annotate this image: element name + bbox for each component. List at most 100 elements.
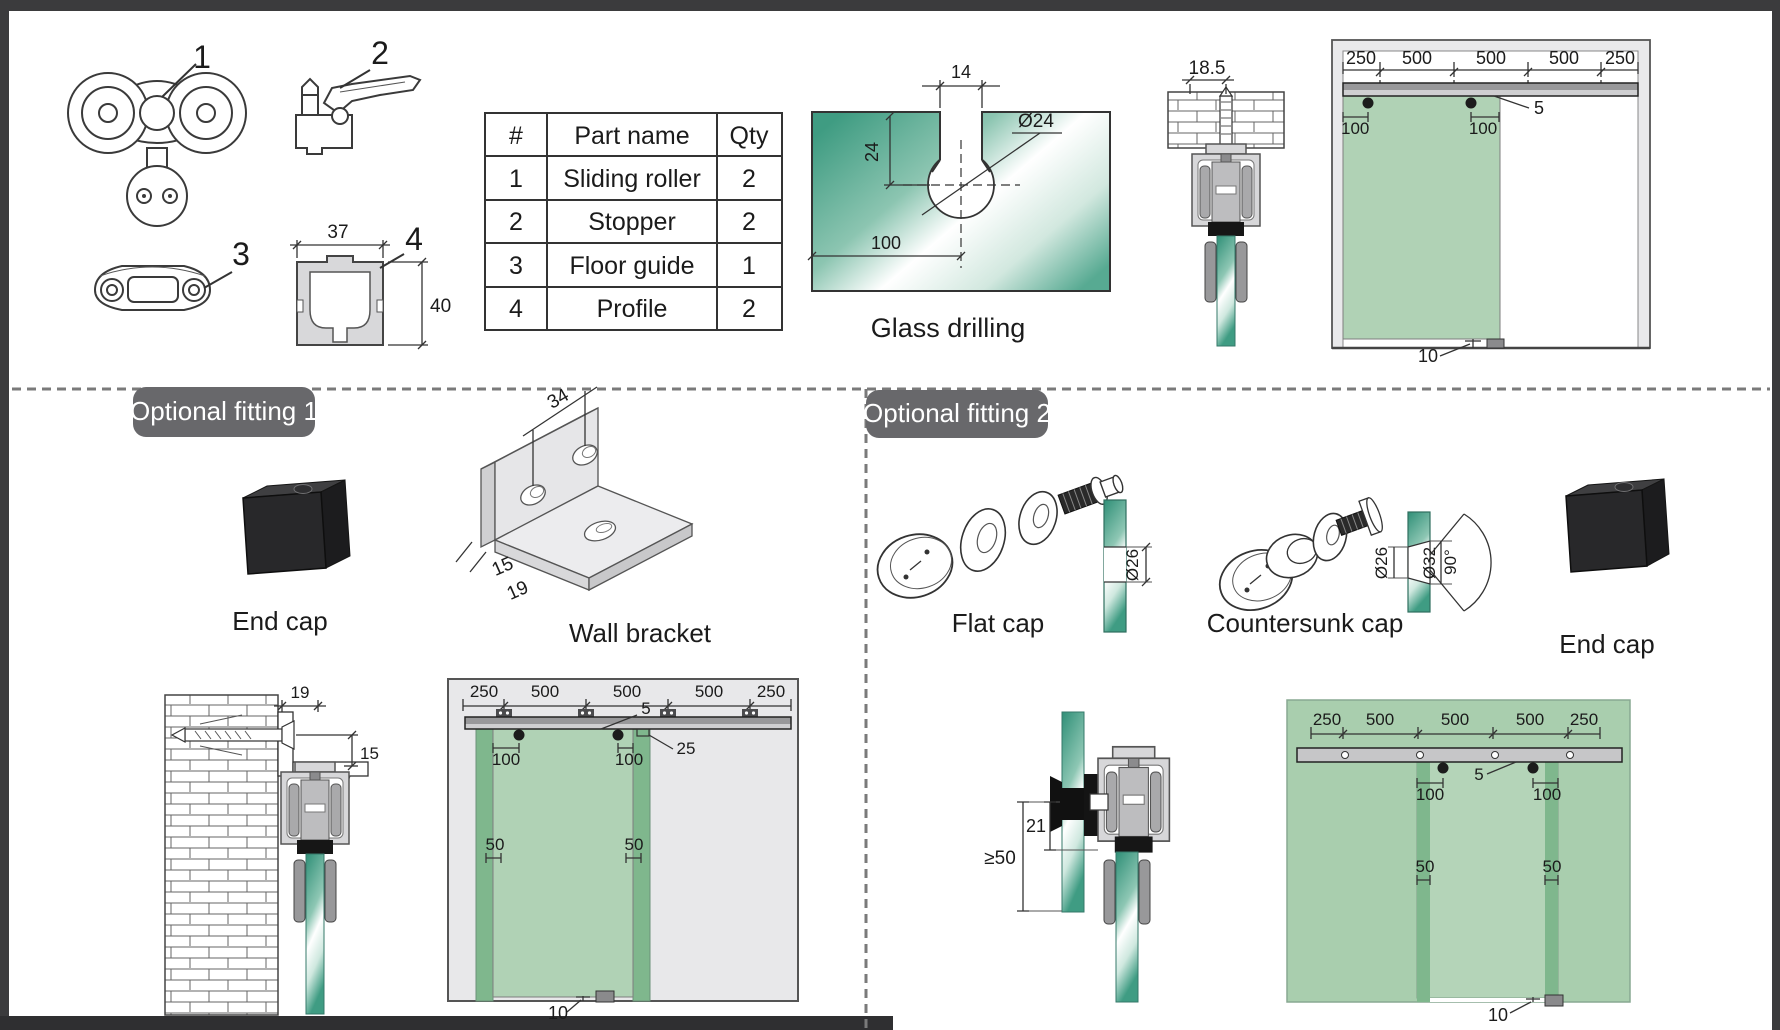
dim-overlap: 50 — [1416, 857, 1435, 876]
dim-wall-offset: 18.5 — [1189, 58, 1226, 79]
dim: 250 — [1605, 48, 1635, 68]
opt2-mount-section: 21 ≥50 — [984, 711, 1171, 1003]
wall-bracket-label: Wall bracket — [569, 618, 712, 648]
dim-offset: 100 — [1533, 785, 1561, 804]
optional-fitting-2-badge: Optional fitting 2 — [863, 390, 1051, 438]
wall-bracket-marks — [496, 709, 758, 717]
opt2-dim-ticks — [1310, 727, 1601, 739]
dim-profile-depth: 21 — [1026, 816, 1046, 836]
roller-in-profile — [1097, 745, 1171, 854]
sliding-roller-drawing: 1 — [67, 39, 247, 227]
dim-offset: 100 — [492, 750, 520, 769]
callout-1: 1 — [193, 39, 211, 75]
parts-table: # Part name Qty 1 Sliding roller 2 2 Sto… — [484, 112, 783, 331]
dim-profile-width: 37 — [327, 222, 348, 243]
dim: 500 — [1366, 710, 1394, 729]
dim-profile-height: 40 — [430, 296, 451, 317]
stopper-drawing: 2 — [295, 35, 422, 155]
dim-floor-gap: 10 — [1488, 1005, 1508, 1025]
dim-overlap: 50 — [1543, 857, 1562, 876]
table-header-qty: Qty — [730, 122, 769, 150]
dim: 250 — [1346, 48, 1376, 68]
table-cell: 1 — [509, 165, 523, 193]
dim: 500 — [1441, 710, 1469, 729]
dim-section-drop: 15 — [360, 744, 379, 763]
dim-floor-gap: 10 — [1418, 346, 1438, 366]
table-cell: Stopper — [588, 208, 676, 236]
dim-hole-diameter: Ø24 — [1018, 111, 1054, 132]
table-cell: 4 — [509, 295, 523, 323]
dim-offset: 100 — [1469, 119, 1497, 138]
dim-offset: 100 — [1341, 119, 1369, 138]
dim: 500 — [531, 682, 559, 701]
dim: 250 — [757, 682, 785, 701]
table-cell: 2 — [742, 295, 756, 323]
callout-3: 3 — [232, 236, 250, 272]
dim: 250 — [1313, 710, 1341, 729]
dim: 500 — [1549, 48, 1579, 68]
countersunk-cap-label: Countersunk cap — [1207, 608, 1404, 638]
dim-edge-distance: 100 — [871, 233, 901, 253]
dim-overlap: 50 — [486, 835, 505, 854]
badge-label: Optional fitting 2 — [863, 398, 1051, 428]
table-cell: 2 — [742, 165, 756, 193]
dim: 500 — [1476, 48, 1506, 68]
countersunk-screw — [1335, 497, 1383, 536]
table-cell: 2 — [509, 208, 523, 236]
opt1-elevation: 250 500 500 500 250 5 25 100 100 50 50 — [447, 678, 799, 1023]
opt2-end-cap: End cap — [1559, 478, 1670, 659]
dim-overlap: 50 — [625, 835, 644, 854]
table-cell: 1 — [742, 252, 756, 280]
table-cell: 2 — [742, 208, 756, 236]
table-header-num: # — [509, 122, 523, 150]
table-cell: Sliding roller — [563, 165, 701, 193]
dim-section-offset: 19 — [291, 683, 310, 702]
dim: 500 — [1516, 710, 1544, 729]
dim: 250 — [1570, 710, 1598, 729]
dim-track-gap: 5 — [1534, 98, 1544, 118]
table-cell: Profile — [597, 295, 668, 323]
opt1-end-cap: End cap — [232, 479, 351, 636]
dim-bracket-depth: 19 — [504, 577, 532, 605]
table-cell: 3 — [509, 252, 523, 280]
dim: 500 — [695, 682, 723, 701]
opt2-countersunk-cap: Ø26 Ø32 90° Countersunk cap — [1207, 497, 1492, 638]
dim: 250 — [470, 682, 498, 701]
opt2-elevation: 250 500 500 500 250 5 100 100 50 50 10 — [1286, 699, 1631, 1025]
dim-track-gap: 5 — [1474, 765, 1483, 784]
end-cap-label: End cap — [232, 606, 327, 636]
roller-in-profile — [1191, 143, 1261, 237]
dim: 500 — [1402, 48, 1432, 68]
badge-label: Optional fitting 1 — [130, 396, 318, 426]
dim-flat-hole: Ø26 — [1123, 549, 1142, 581]
top-wall-section: 18.5 — [1167, 58, 1285, 347]
dim-track-gap: 5 — [641, 699, 650, 718]
dim-min-edge: ≥50 — [984, 848, 1016, 869]
opt1-dim-ticks — [462, 699, 792, 711]
opt1-wall-section: 19 15 — [164, 683, 379, 1016]
flat-cap-label: Flat cap — [952, 608, 1045, 638]
floor-guide-drawing: 3 — [93, 236, 250, 311]
dim-notch-width: 14 — [951, 62, 971, 82]
table-cell: Floor guide — [569, 252, 694, 280]
dim-offset: 100 — [1416, 785, 1444, 804]
elev-top-dim-ticks — [1342, 62, 1639, 83]
opt2-flat-cap: Ø26 Flat cap — [876, 474, 1152, 638]
glass-drilling-caption: Glass drilling — [871, 313, 1026, 343]
dim-floor-gap: 10 — [548, 1003, 568, 1023]
dim-bracket-offset: 25 — [677, 739, 696, 758]
table-header-name: Part name — [574, 122, 689, 150]
end-cap-label: End cap — [1559, 629, 1654, 659]
dim: 500 — [613, 682, 641, 701]
dim-cs-angle: 90° — [1441, 549, 1460, 575]
roller-in-profile — [280, 761, 350, 855]
opt1-wall-bracket: 34 15 19 Wall bracket — [455, 385, 712, 648]
dim-offset: 100 — [615, 750, 643, 769]
dim-cs-outer: Ø32 — [1420, 547, 1439, 579]
elevation-ceiling-mount: 250 500 500 500 250 5 100 100 10 — [1331, 39, 1651, 366]
glass-drilling-diagram: Ø24 14 24 100 Glass drilling — [807, 62, 1111, 343]
profile-drawing: 37 40 4 — [290, 221, 451, 350]
